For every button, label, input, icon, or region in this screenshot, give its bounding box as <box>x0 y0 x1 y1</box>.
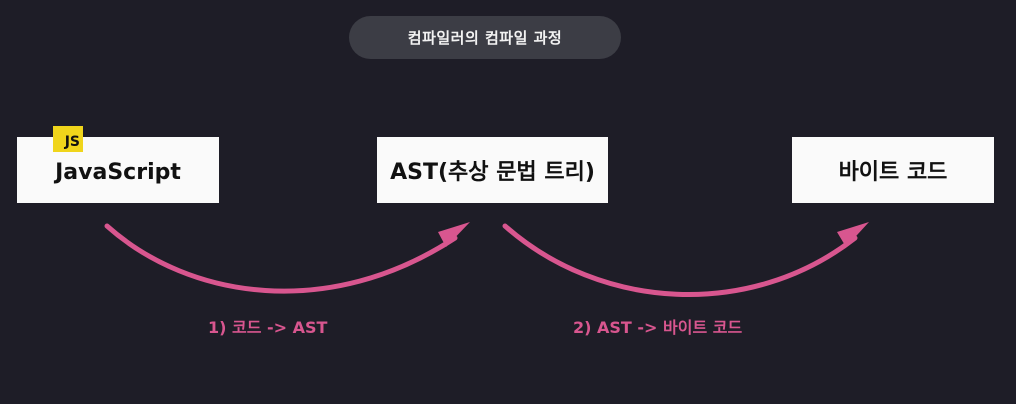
bytecode-node-label: 바이트 코드 <box>838 160 948 185</box>
javascript-node-label: JavaScript <box>55 159 181 185</box>
js-logo-icon: JS <box>53 126 83 152</box>
ast-node-label: AST(추상 문법 트리) <box>390 160 595 185</box>
javascript-node: JavaScript <box>17 137 219 203</box>
arrow-code-to-ast <box>104 223 458 294</box>
arrowhead-ast-to-bytecode <box>837 222 869 247</box>
bytecode-node: 바이트 코드 <box>792 137 994 203</box>
diagram-title: 컴파일러의 컴파일 과정 <box>349 16 621 59</box>
arrowhead-code-to-ast <box>438 222 470 247</box>
arrow-ast-to-bytecode <box>502 223 858 298</box>
ast-node: AST(추상 문법 트리) <box>377 137 608 203</box>
step-label-code-to-ast: 1) 코드 -> AST <box>208 318 328 337</box>
step-label-ast-to-bytecode: 2) AST -> 바이트 코드 <box>573 318 743 337</box>
